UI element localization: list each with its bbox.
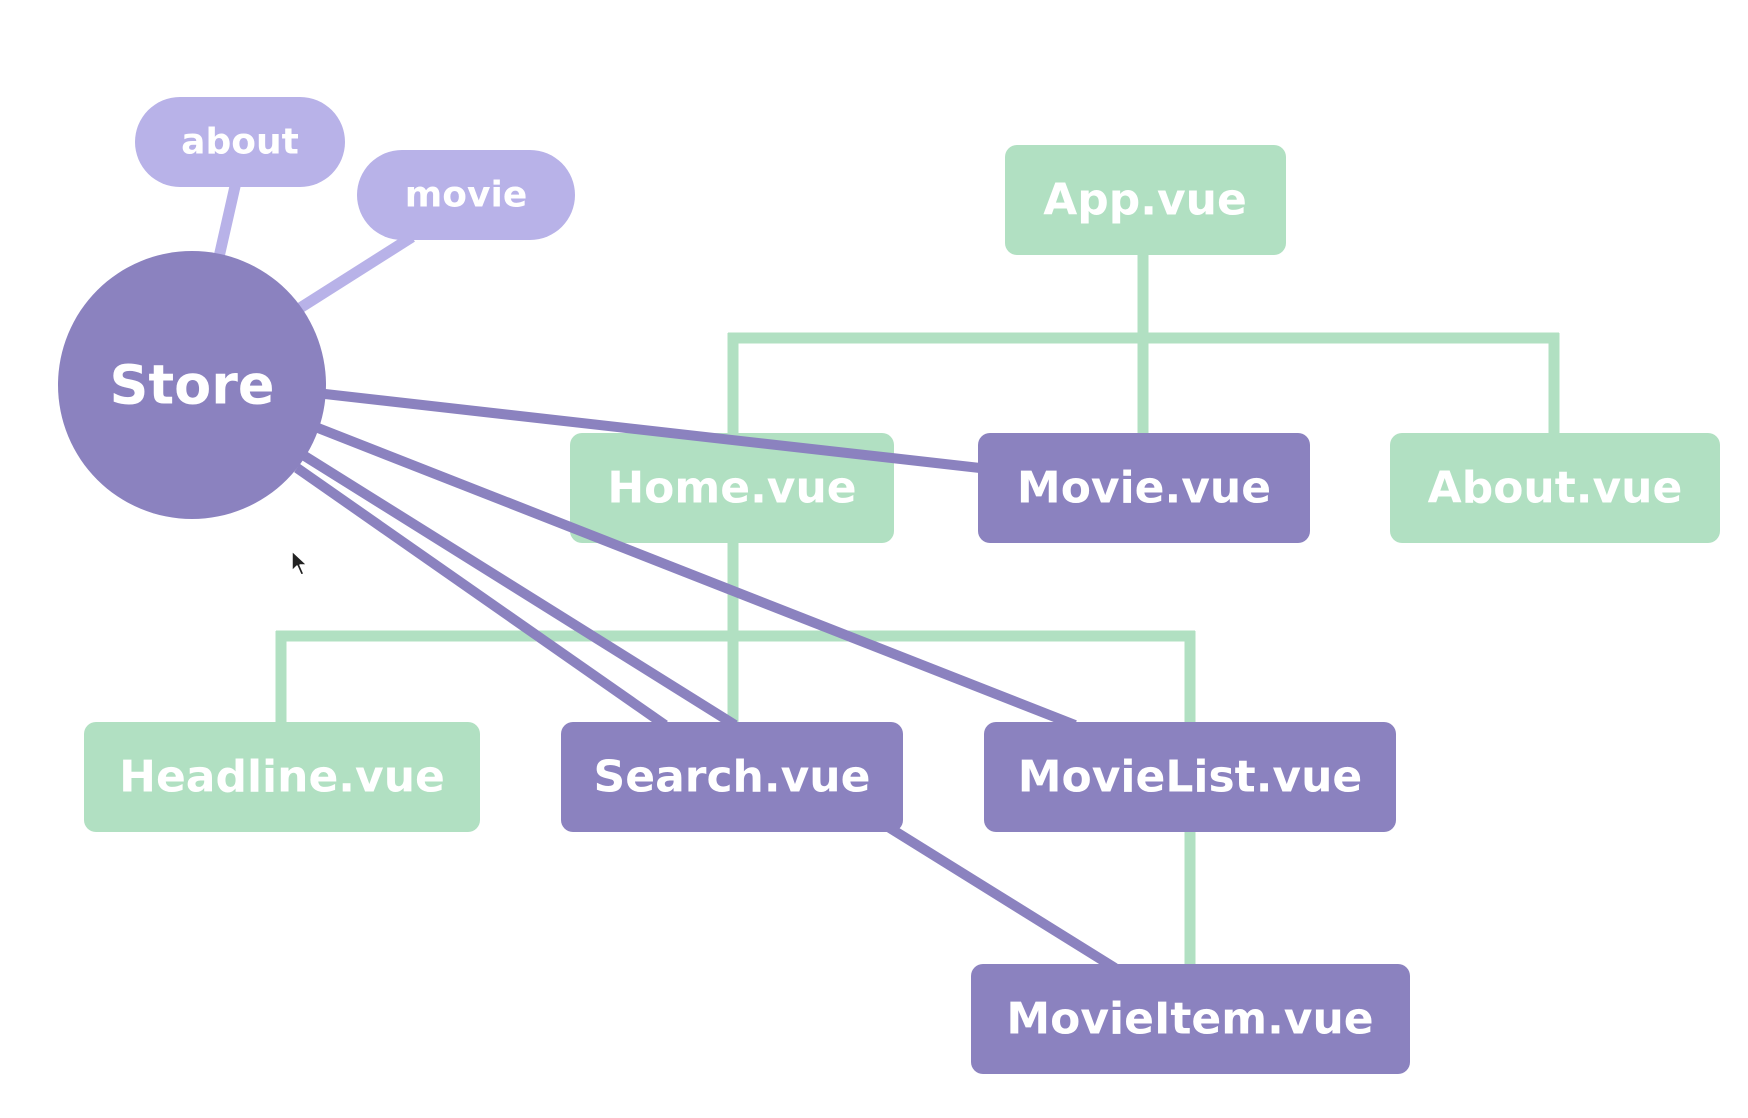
movie-module-label: movie [405, 175, 527, 216]
home-vue-node: Home.vue [570, 433, 894, 543]
movielist-vue-box [984, 722, 1396, 832]
about-module-label: about [181, 122, 299, 163]
store-line-to-movielist [316, 423, 1077, 730]
headline-vue-box [84, 722, 480, 832]
component-tree-connectors [275, 255, 1560, 968]
home-vue-box [570, 433, 894, 543]
movielist-vue-label: MovieList.vue [1018, 752, 1363, 803]
store-label: Store [109, 354, 274, 417]
movieitem-vue-label: MovieItem.vue [1006, 994, 1373, 1045]
connector-store-to-movie-module [297, 232, 415, 313]
movie-vue-label: Movie.vue [1017, 463, 1271, 514]
mouse-cursor-icon [291, 550, 308, 576]
app-vue-node: App.vue [1005, 145, 1286, 255]
movie-vue-box [978, 433, 1310, 543]
store-module-about: about [135, 97, 345, 187]
movie-module-pill [357, 150, 575, 240]
about-vue-label: About.vue [1428, 463, 1683, 514]
store-line-to-movie [324, 389, 981, 473]
store-connections [294, 389, 1118, 973]
search-vue-box [561, 722, 903, 832]
store-circle [58, 251, 326, 519]
store-line-to-search-b [294, 463, 668, 730]
movielist-vue-node: MovieList.vue [984, 722, 1396, 832]
headline-vue-node: Headline.vue [84, 722, 480, 832]
home-vue-label: Home.vue [607, 463, 856, 514]
app-vue-label: App.vue [1043, 175, 1247, 226]
headline-vue-label: Headline.vue [119, 752, 445, 803]
store-module-connectors [213, 180, 415, 313]
about-vue-box [1390, 433, 1720, 543]
search-vue-label: Search.vue [594, 752, 871, 803]
about-module-pill [135, 97, 345, 187]
store-line-search-to-movieitem [882, 820, 1118, 973]
movieitem-vue-node: MovieItem.vue [971, 964, 1410, 1074]
movieitem-vue-box [971, 964, 1410, 1074]
app-vue-box [1005, 145, 1286, 255]
connector-store-to-about-module [213, 180, 242, 259]
search-vue-node: Search.vue [561, 722, 903, 832]
store-line-to-search-a [300, 450, 738, 730]
store-module-movie: movie [357, 150, 575, 240]
about-vue-node: About.vue [1390, 433, 1720, 543]
store-node: Store [58, 251, 326, 519]
movie-vue-node: Movie.vue [978, 433, 1310, 543]
